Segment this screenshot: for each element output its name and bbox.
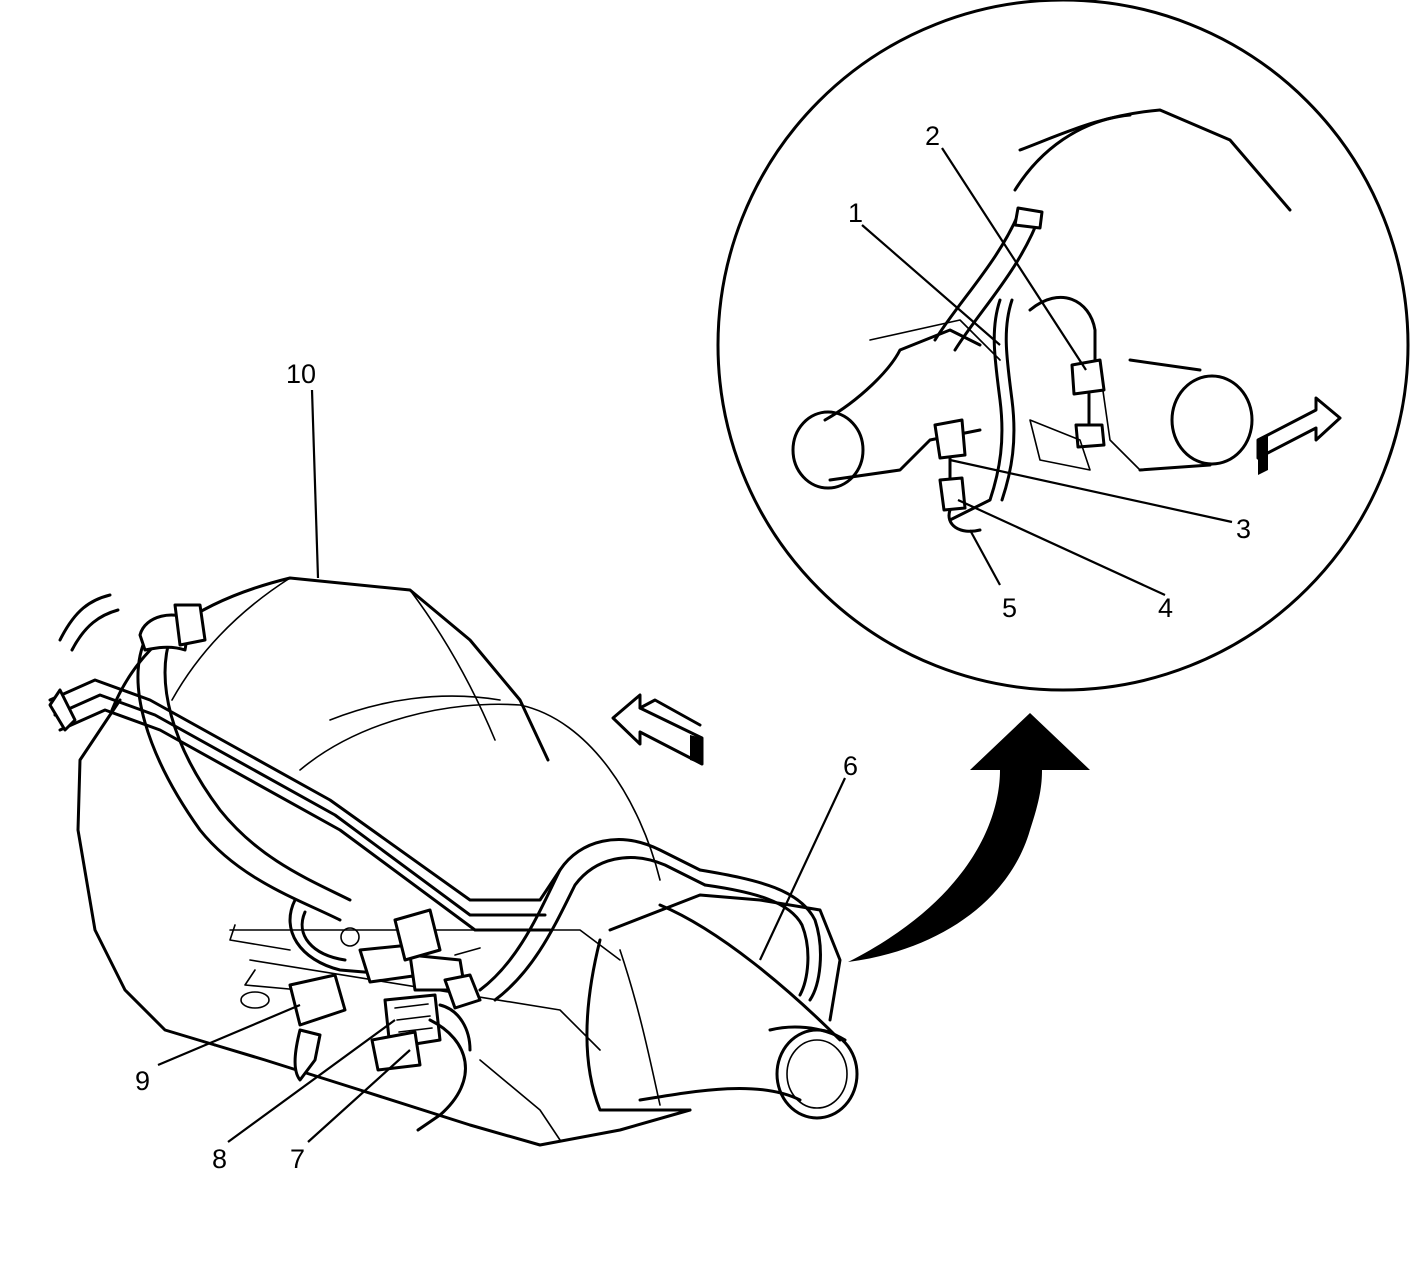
callout-6: 6 [843, 751, 858, 781]
callout-3: 3 [1236, 514, 1251, 544]
leader-lines [157, 147, 1233, 1143]
leader-6 [759, 777, 846, 961]
callout-1: 1 [848, 198, 863, 228]
wiring-harness [288, 898, 482, 1132]
callout-9: 9 [135, 1066, 150, 1096]
curved-detail-arrow-icon [848, 713, 1090, 962]
leader-1 [861, 224, 1001, 346]
callout-8: 8 [212, 1144, 227, 1174]
leader-3 [949, 458, 1233, 524]
front-direction-arrow-icon [1256, 396, 1342, 475]
leader-7 [307, 1049, 411, 1143]
callout-10: 10 [286, 359, 316, 389]
leader-8 [227, 1019, 396, 1143]
cooler-lines [48, 593, 822, 1002]
front-direction-arrow-icon [611, 693, 704, 766]
callout-5: 5 [1002, 593, 1017, 623]
leader-9 [157, 1003, 301, 1067]
detail-inset [716, 0, 1410, 692]
callout-7: 7 [290, 1144, 305, 1174]
leader-10 [310, 389, 320, 579]
callout-4: 4 [1158, 593, 1173, 623]
leader-2 [941, 147, 1087, 371]
leader-5 [969, 529, 1001, 586]
callout-labels: 1 2 3 4 5 6 7 8 9 10 [135, 121, 1251, 1174]
transmission-assembly [76, 576, 692, 1147]
extension-housing [585, 893, 859, 1120]
leader-4 [957, 499, 1166, 596]
callout-2: 2 [925, 121, 940, 151]
